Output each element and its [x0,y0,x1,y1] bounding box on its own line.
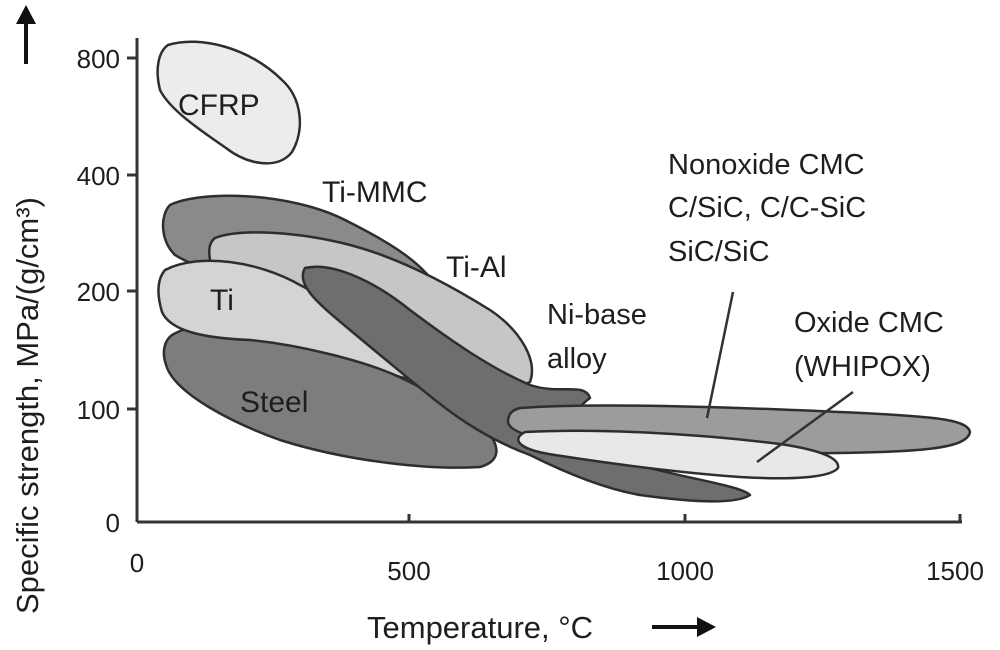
label-oxide-line2: (WHIPOX) [794,351,931,383]
y-tick-label: 100 [77,395,120,425]
y-tick-label: 800 [77,44,120,74]
y-axis-arrow-icon [16,5,36,64]
x-tick-label: 500 [387,556,430,586]
tick-marks [127,56,962,522]
axes [135,38,962,524]
region-cfrp [156,40,302,165]
x-axis-label: Temperature, °C [367,610,593,645]
label-nonoxide-line1: Nonoxide CMC [668,149,865,181]
region-oxide-cmc [517,429,840,480]
x-tick-label: 0 [130,548,144,578]
label-oxide-line1: Oxide CMC [794,307,944,339]
x-tick-label: 1500 [926,556,984,586]
label-cfrp: CFRP [178,89,260,122]
y-tick-label: 200 [77,277,120,307]
y-tick-label: 400 [77,161,120,191]
label-steel: Steel [240,386,308,419]
region-ti [157,259,423,380]
x-tick-labels: 0 500 1000 1500 [130,548,984,586]
y-tick-labels: 800 400 200 100 0 [77,44,120,538]
x-axis-arrow-icon [652,617,716,637]
label-ti-al: Ti-Al [446,251,507,284]
leader-oxide-cmc [756,390,854,464]
label-nonoxide-line3: SiC/SiC [668,236,770,268]
label-ni-base-line1: Ni-base [547,299,647,331]
region-ni-base-alloy [301,265,752,503]
regions [156,40,972,503]
label-ni-base-line2: alloy [547,343,607,375]
y-axis-label: Specific strength, MPa/(g/cm³) [10,197,45,614]
y-tick-label: 0 [106,508,120,538]
label-nonoxide-line2: C/SiC, C/C-SiC [668,192,866,224]
label-ti-mmc: Ti-MMC [322,176,428,209]
label-ti: Ti [210,284,234,317]
region-labels: CFRP Ti-MMC Ti-Al Ti Steel Ni-base alloy… [178,89,944,419]
leader-nonoxide-cmc [705,291,735,419]
x-tick-label: 1000 [656,556,714,586]
